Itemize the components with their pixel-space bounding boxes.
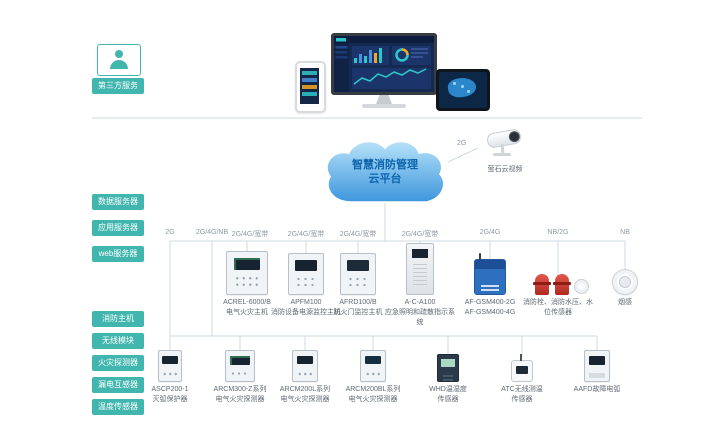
conn-label: NB xyxy=(618,229,632,236)
phone-screen xyxy=(300,68,319,104)
trunk-link-label: 2G xyxy=(163,229,177,236)
cloud-camera xyxy=(482,127,528,163)
emergency-lighting-cabinet-graphic xyxy=(406,243,434,295)
smoke-detector-icon xyxy=(612,269,638,295)
fire-hydrant-icon xyxy=(553,274,571,295)
power-monitor-host-graphic xyxy=(288,253,324,295)
device-afrd100: AFRD100/B 防火门监控主机 xyxy=(321,245,395,318)
device-ascp200: ASCP200-1 灭弧保护器 xyxy=(133,348,207,405)
arc-fault-detector-graphic xyxy=(584,350,610,382)
device-name: 灭弧保护器 xyxy=(152,395,188,403)
wireless-temp-sensor-graphic xyxy=(511,354,533,382)
device-name: AF-GSM400-4G xyxy=(464,308,516,316)
device-acrel-6000: ACREL-6000/B 电气火灾主机 xyxy=(210,245,284,318)
device-arcm300z: ARCM300-Z系列 电气火灾探测器 xyxy=(203,348,277,405)
cloud-platform: 智慧消防管理 云平台 xyxy=(316,136,454,208)
device-name: 电气火灾探测器 xyxy=(348,395,398,403)
device-name: 电气火灾主机 xyxy=(226,308,268,316)
monitor-base xyxy=(362,104,406,108)
device-model: WHD温湿度 xyxy=(429,386,467,393)
device-name: 传感器 xyxy=(437,395,459,403)
cloud-title-line1: 智慧消防管理 xyxy=(352,159,418,171)
arc-protector-graphic xyxy=(158,350,182,382)
tag-web-server: web服务器 xyxy=(92,246,144,262)
antenna-icon xyxy=(479,253,481,260)
tag-temperature-sensor: 温度传感器 xyxy=(92,399,144,415)
device-name: 防火门监控主机 xyxy=(333,308,383,316)
water-level-sensor-icon xyxy=(574,279,589,294)
cloud-title-line2: 云平台 xyxy=(368,173,402,186)
device-hydrant-sensors: 消防栓、消防水压、水位传感器 xyxy=(521,245,595,318)
tablet xyxy=(436,69,490,111)
device-model: APFM100 xyxy=(290,299,322,306)
device-name: 消防栓、消防水压、水位传感器 xyxy=(523,299,593,316)
tag-app-server: 应用服务器 xyxy=(92,220,144,236)
device-model: ARCM200L系列 xyxy=(279,386,331,393)
device-name: 消防设备电源监控主机 xyxy=(271,308,341,316)
tag-data-server: 数据服务器 xyxy=(92,194,144,210)
camera-conn-label: 2G xyxy=(455,140,469,147)
conn-label: NB/2G xyxy=(545,229,571,236)
tag-fire-detector: 火灾探测器 xyxy=(92,355,144,371)
gsm-gateway-graphic xyxy=(474,253,506,295)
desktop-monitor xyxy=(331,33,437,108)
device-model: ACREL-6000/B xyxy=(223,299,271,306)
device-whd: WHD温湿度 传感器 xyxy=(411,348,485,405)
camera-icon xyxy=(485,128,523,149)
cloud-title: 智慧消防管理 云平台 xyxy=(316,158,454,187)
device-model: ATC无线测温 xyxy=(501,386,543,393)
conn-label: 2G/4G/宽带 xyxy=(337,229,379,239)
third-party-services-box xyxy=(97,44,141,76)
monitor-screen xyxy=(331,33,437,95)
conn-label: 2G/4G xyxy=(477,229,503,236)
device-name: 传感器 xyxy=(511,395,533,403)
device-af-gsm400: AF-GSM400-2G AF-GSM400-4G xyxy=(453,245,527,318)
conn-label: 2G/4G/宽带 xyxy=(399,229,441,239)
tag-third-party: 第三方服务 xyxy=(92,78,144,94)
device-arcm200: ARCM200L系列 电气火灾探测器 xyxy=(268,348,342,405)
fire-door-host-graphic xyxy=(340,253,376,295)
device-model: ARCM200BL系列 xyxy=(345,386,401,393)
trunk-link-label: 2G/4G/NB xyxy=(193,229,231,236)
hydrant-sensor-group-graphic xyxy=(527,271,589,295)
device-model: AF-GSM400-2G xyxy=(464,299,516,306)
person-icon xyxy=(110,50,128,74)
fire-monitor-host-graphic xyxy=(226,251,268,295)
electrical-fire-detector-graphic xyxy=(225,350,255,382)
tag-leakage-transformer: 漏电互感器 xyxy=(92,377,144,393)
device-a-c-a100: A-C-A100 应急照明和疏散指示系统 xyxy=(383,243,457,327)
tag-wireless-module: 无线模块 xyxy=(92,333,144,349)
device-smoke-detector: 烟感 xyxy=(588,245,662,308)
tablet-screen xyxy=(439,72,487,108)
fire-hydrant-icon xyxy=(533,274,551,295)
cloud-shape xyxy=(327,142,444,202)
dashboard-screen xyxy=(334,36,434,92)
camera-base xyxy=(493,153,511,156)
device-name: 应急照明和疏散指示系统 xyxy=(385,308,455,326)
electrical-fire-detector-graphic xyxy=(292,350,318,382)
temp-humidity-sensor-graphic xyxy=(437,354,459,382)
device-name: 电气火灾探测器 xyxy=(215,395,265,403)
device-name: 电气火灾探测器 xyxy=(280,395,330,403)
device-model: AFRD100/B xyxy=(339,299,377,306)
electrical-fire-detector-graphic xyxy=(360,350,386,382)
device-name: 烟感 xyxy=(618,299,632,306)
conn-label: 2G/4G/宽带 xyxy=(229,229,271,239)
device-apfm100: APFM100 消防设备电源监控主机 xyxy=(269,245,343,318)
device-atc: ATC无线测温 传感器 xyxy=(485,348,559,405)
camera-label: 萤石云视频 xyxy=(487,166,523,173)
device-arcm200bl: ARCM200BL系列 电气火灾探测器 xyxy=(336,348,410,405)
device-aafd: AAFD故障电弧 xyxy=(560,348,634,395)
device-model: ASCP200-1 xyxy=(151,386,189,393)
smartphone xyxy=(295,61,326,113)
device-model: AAFD故障电弧 xyxy=(573,386,621,393)
device-model: A-C-A100 xyxy=(404,299,436,306)
device-model: ARCM300-Z系列 xyxy=(213,386,267,393)
conn-label: 2G/4G/宽带 xyxy=(285,229,327,239)
tag-fire-host: 消防主机 xyxy=(92,311,144,327)
monitor-stand xyxy=(376,95,392,104)
